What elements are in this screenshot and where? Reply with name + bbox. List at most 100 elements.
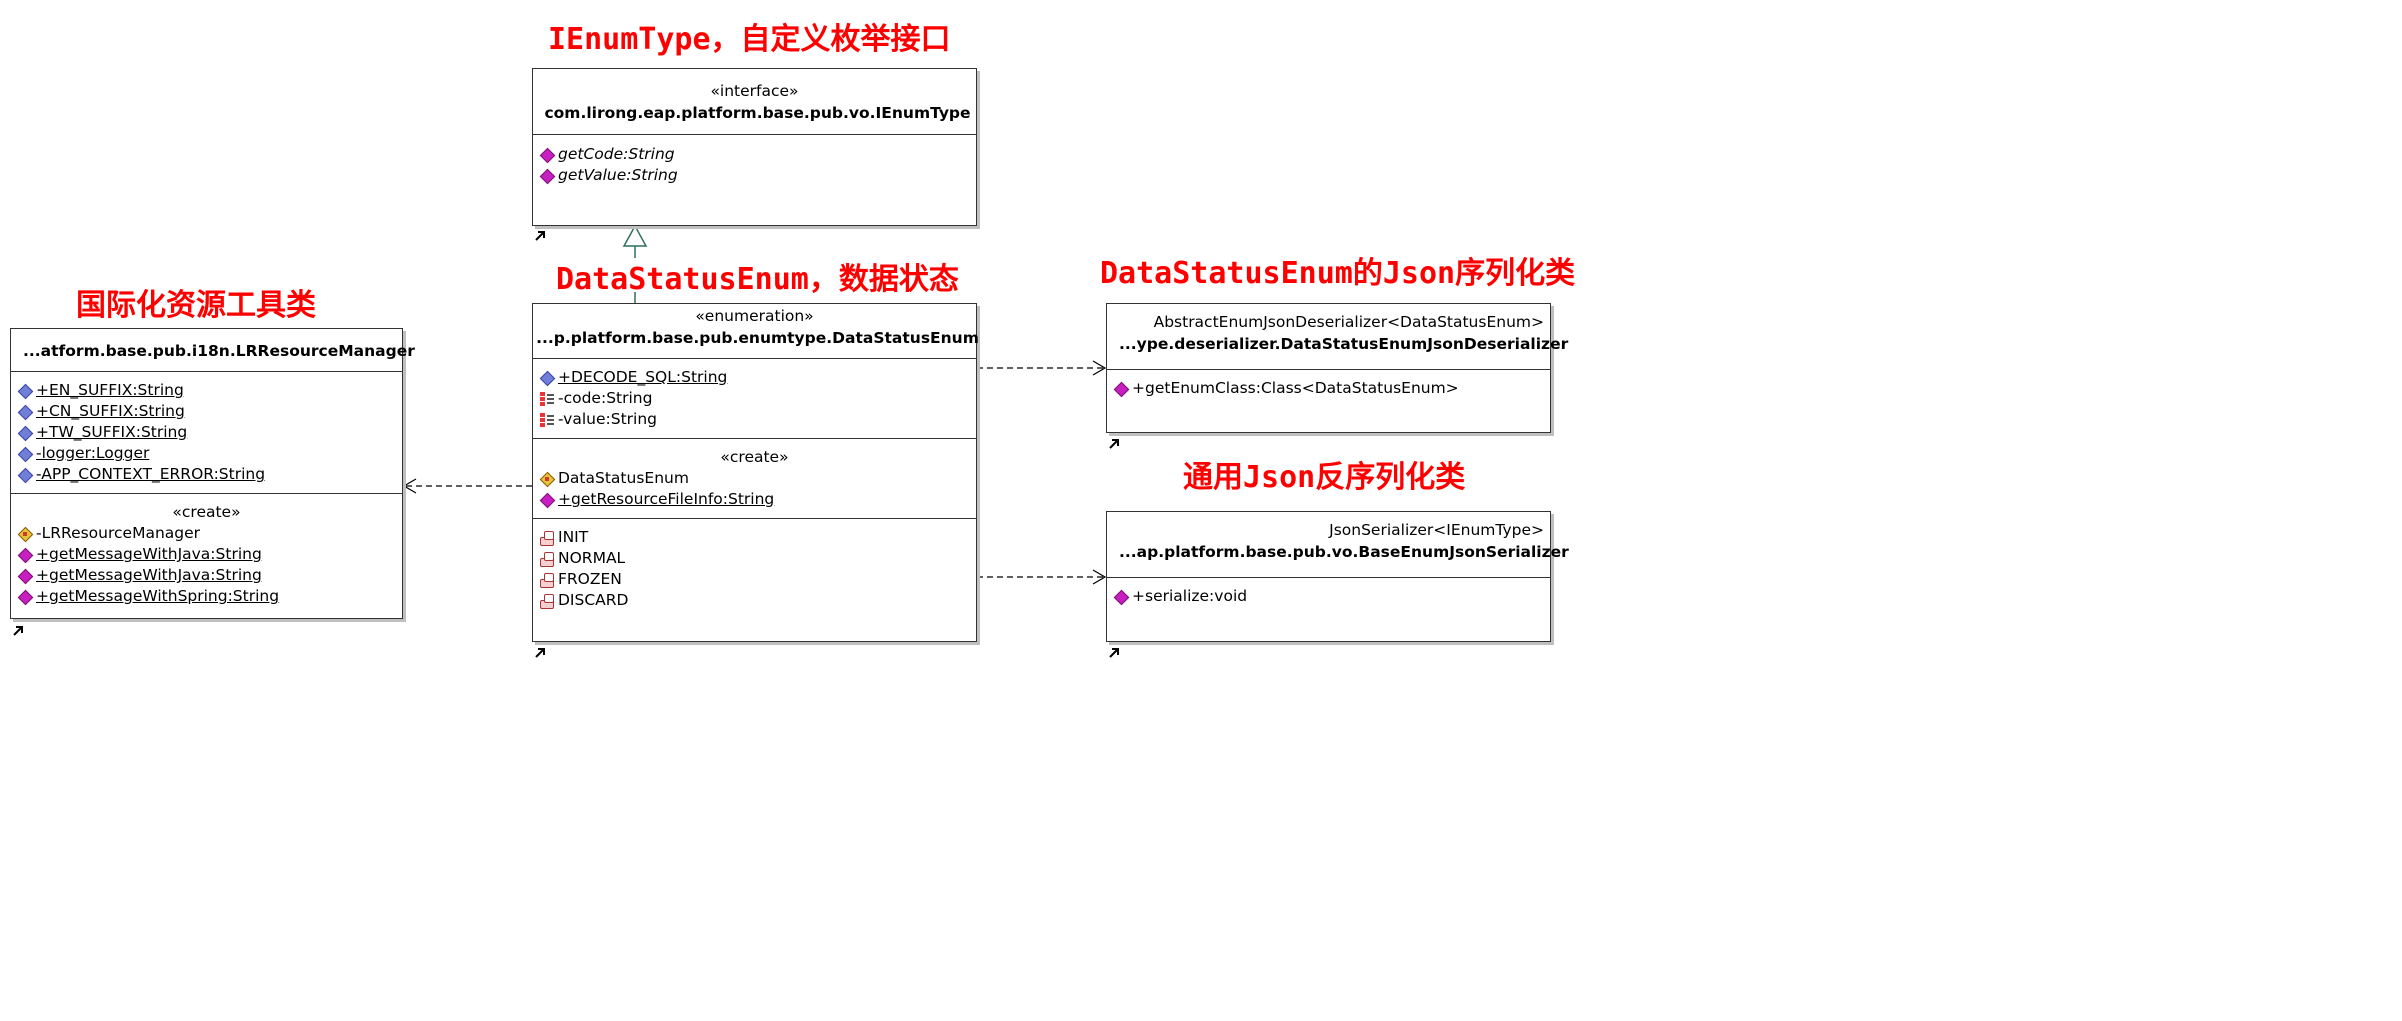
deserializer-method[interactable]: +getEnumClass:Class<DataStatusEnum>: [1113, 378, 1544, 399]
resource-constructor[interactable]: -LRResourceManager: [17, 523, 396, 544]
corner-arrow-icon: [535, 648, 545, 658]
connector-layer: [402, 224, 1107, 585]
deserializer-method-label: +getEnumClass:Class<DataStatusEnum>: [1132, 379, 1459, 397]
static-field-icon: [17, 383, 33, 399]
interface-name-row: com.lirong.eap.platform.base.pub.vo.IEnu…: [539, 101, 970, 125]
enum-name-row: ...p.platform.base.pub.enumtype.DataStat…: [536, 326, 979, 350]
enum-literal-icon: [539, 593, 555, 609]
enum-literal-label: FROZEN: [558, 570, 622, 588]
resource-constructor-label: -LRResourceManager: [36, 524, 201, 542]
enum-literal-icon: [539, 530, 555, 546]
interface-method-label: getCode:String: [558, 145, 675, 163]
dependency-arrowhead-resource: [402, 478, 417, 494]
interface-stereotype: «interface»: [710, 82, 799, 100]
resource-field[interactable]: -APP_CONTEXT_ERROR:String: [17, 464, 396, 485]
resource-method-label: +getMessageWithJava:String: [36, 566, 262, 584]
enum-field[interactable]: -value:String: [539, 409, 970, 430]
enum-literal-label: DISCARD: [558, 591, 629, 609]
enum-field-icon: [539, 412, 555, 428]
method-icon: [539, 147, 555, 163]
interface-class-box[interactable]: «interface» com.lirong.eap.platform.base…: [532, 68, 977, 226]
serializer-method[interactable]: +serialize:void: [1113, 586, 1544, 607]
enum-method-label: +getResourceFileInfo:String: [558, 490, 775, 508]
enum-constructor[interactable]: DataStatusEnum: [539, 468, 970, 489]
serializer-superclass: JsonSerializer<IEnumType>: [1329, 521, 1544, 539]
annotation-serializer: 通用Json反序列化类: [1183, 460, 1466, 495]
serializer-name: ...ap.platform.base.pub.vo.BaseEnumJsonS…: [1119, 543, 1569, 561]
interface-method-label: getValue:String: [558, 166, 678, 184]
corner-arrow-icon: [1109, 648, 1119, 658]
interface-method[interactable]: getValue:String: [539, 165, 970, 186]
method-icon: [539, 168, 555, 184]
enum-name: ...p.platform.base.pub.enumtype.DataStat…: [536, 329, 979, 347]
resource-method[interactable]: +getMessageWithJava:String: [17, 565, 396, 586]
method-icon: [17, 568, 33, 584]
resource-method[interactable]: +getMessageWithJava:String: [17, 544, 396, 565]
dependency-arrowhead-deserializer: [1092, 360, 1107, 376]
interface-method[interactable]: getCode:String: [539, 144, 970, 165]
annotation-interface: IEnumType，自定义枚举接口: [548, 22, 951, 57]
constructor-icon: [17, 526, 33, 542]
enum-literal[interactable]: NORMAL: [539, 548, 970, 569]
resource-field-label: -APP_CONTEXT_ERROR:String: [36, 465, 266, 483]
resource-field-label: -logger:Logger: [36, 444, 150, 462]
dependency-arrowhead-serializer: [1092, 569, 1107, 585]
corner-arrow-icon: [535, 231, 545, 241]
resource-method-label: +getMessageWithJava:String: [36, 545, 262, 563]
enum-field-label: +DECODE_SQL:String: [558, 368, 728, 386]
enum-field[interactable]: -code:String: [539, 388, 970, 409]
enum-create-stereotype: «create»: [720, 448, 789, 466]
annotation-enum: DataStatusEnum，数据状态: [556, 262, 959, 297]
enum-literal[interactable]: INIT: [539, 527, 970, 548]
serializer-method-label: +serialize:void: [1132, 587, 1248, 605]
enum-literal-icon: [539, 572, 555, 588]
resource-method-label: +getMessageWithSpring:String: [36, 587, 280, 605]
serializer-class-box[interactable]: JsonSerializer<IEnumType> c ...ap.platfo…: [1106, 511, 1569, 642]
static-field-icon: [17, 404, 33, 420]
method-icon: [1113, 381, 1129, 397]
enum-literal[interactable]: FROZEN: [539, 569, 970, 590]
resource-field[interactable]: +TW_SUFFIX:String: [17, 422, 396, 443]
annotation-deserializer: DataStatusEnum的Json序列化类: [1100, 256, 1576, 291]
method-icon: [17, 547, 33, 563]
enum-field-icon: [539, 391, 555, 407]
enum-literal-label: INIT: [558, 528, 589, 546]
enum-class-box[interactable]: «enumeration» ...p.platform.base.pub.enu…: [532, 303, 979, 642]
annotation-resource: 国际化资源工具类: [76, 288, 316, 323]
static-field-icon: [539, 370, 555, 386]
enum-literal-label: NORMAL: [558, 549, 626, 567]
static-field-icon: [17, 467, 33, 483]
enum-literal-icon: [539, 551, 555, 567]
corner-arrow-icon: [1109, 439, 1119, 449]
resource-method[interactable]: +getMessageWithSpring:String: [17, 586, 396, 607]
static-field-icon: [17, 425, 33, 441]
deserializer-superclass: AbstractEnumJsonDeserializer<DataStatusE…: [1153, 313, 1544, 331]
enum-field-label: -code:String: [558, 389, 653, 407]
enum-stereotype: «enumeration»: [695, 307, 814, 325]
corner-arrow-icon: [13, 626, 23, 636]
resource-manager-class-box[interactable]: c ...atform.base.pub.i18n.LRResourceMana…: [10, 328, 415, 619]
method-icon: [539, 492, 555, 508]
method-icon: [17, 589, 33, 605]
constructor-icon: [539, 471, 555, 487]
enum-field[interactable]: +DECODE_SQL:String: [539, 367, 970, 388]
resource-name: ...atform.base.pub.i18n.LRResourceManage…: [23, 342, 415, 360]
enum-field-label: -value:String: [558, 410, 657, 428]
resource-field-label: +TW_SUFFIX:String: [36, 423, 188, 441]
interface-name: com.lirong.eap.platform.base.pub.vo.IEnu…: [544, 104, 971, 122]
resource-field[interactable]: +CN_SUFFIX:String: [17, 401, 396, 422]
deserializer-name-row: c ...ype.deserializer.DataStatusEnumJson…: [1113, 332, 1568, 356]
deserializer-name: ...ype.deserializer.DataStatusEnumJsonDe…: [1119, 335, 1569, 353]
enum-constructor-label: DataStatusEnum: [558, 469, 689, 487]
resource-field-label: +EN_SUFFIX:String: [36, 381, 184, 399]
static-field-icon: [17, 446, 33, 462]
enum-literal[interactable]: DISCARD: [539, 590, 970, 611]
realization-arrowhead: [622, 224, 648, 247]
resource-field[interactable]: +EN_SUFFIX:String: [17, 380, 396, 401]
resource-field[interactable]: -logger:Logger: [17, 443, 396, 464]
method-icon: [1113, 589, 1129, 605]
serializer-name-row: c ...ap.platform.base.pub.vo.BaseEnumJso…: [1113, 540, 1569, 564]
deserializer-class-box[interactable]: AbstractEnumJsonDeserializer<DataStatusE…: [1106, 303, 1568, 433]
enum-method[interactable]: +getResourceFileInfo:String: [539, 489, 970, 510]
resource-name-row: c ...atform.base.pub.i18n.LRResourceMana…: [17, 339, 415, 363]
